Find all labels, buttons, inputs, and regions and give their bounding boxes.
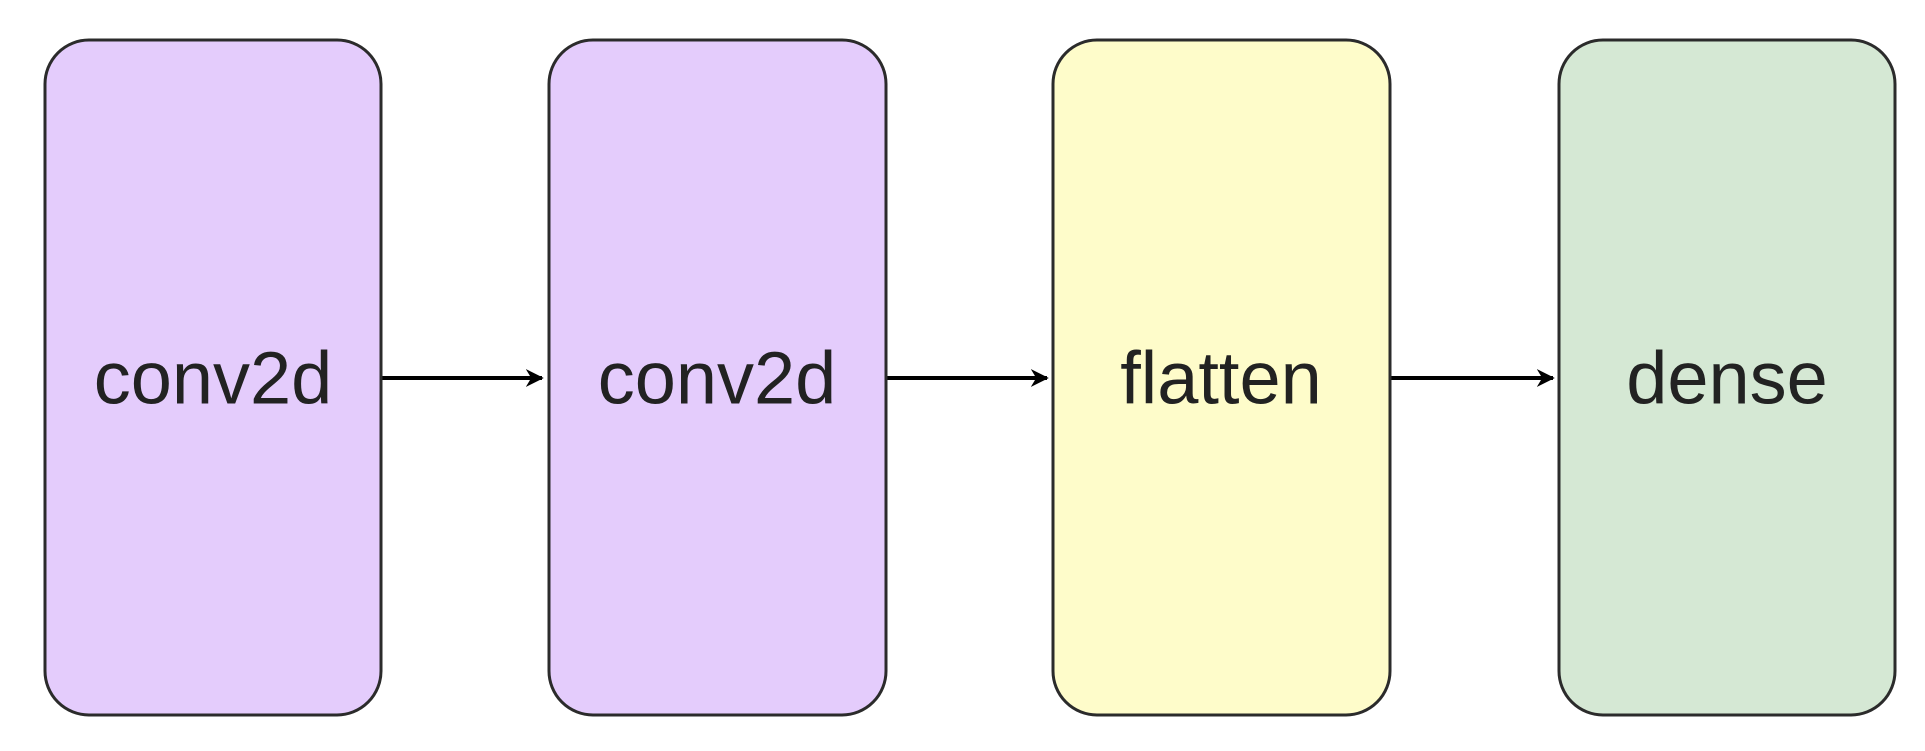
node-conv2d-2: conv2d [547, 38, 888, 717]
node-label: conv2d [598, 337, 837, 420]
node-label: conv2d [94, 337, 333, 420]
node-label: dense [1626, 337, 1828, 420]
node-box [1557, 38, 1897, 717]
node-box [1051, 38, 1392, 717]
node-box [43, 38, 383, 717]
node-box [547, 38, 888, 717]
node-flatten: flatten [1051, 38, 1392, 717]
node-conv2d-1: conv2d [43, 38, 383, 717]
node-label: flatten [1120, 337, 1322, 420]
node-dense: dense [1557, 38, 1897, 717]
